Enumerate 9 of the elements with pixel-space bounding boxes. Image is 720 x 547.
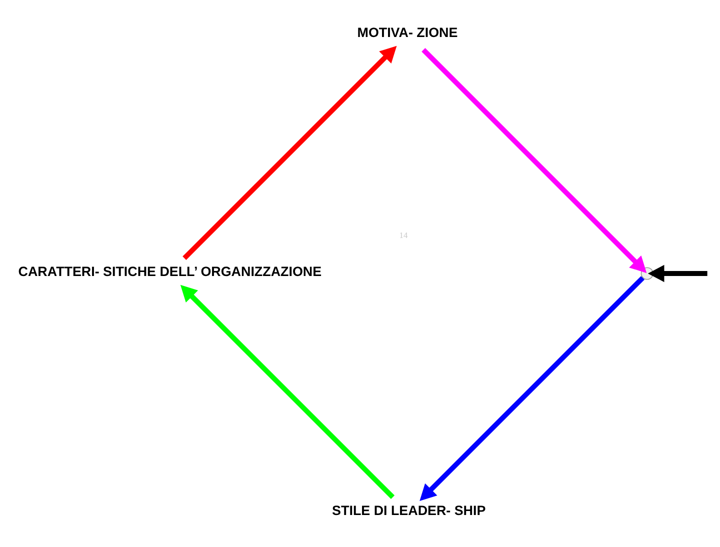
node-text: CARATTERI- SITICHE DELL’ ORGANIZZAZIONE <box>18 264 322 279</box>
arrow <box>180 284 395 499</box>
node-circle <box>640 267 654 280</box>
arrow <box>648 264 708 282</box>
arrow <box>182 46 397 260</box>
arrow <box>422 48 647 274</box>
node-text: MOTIVA- ZIONE <box>357 24 458 40</box>
arrow <box>420 276 645 501</box>
node-text: STILE DI LEADER- SHIP <box>332 502 486 518</box>
